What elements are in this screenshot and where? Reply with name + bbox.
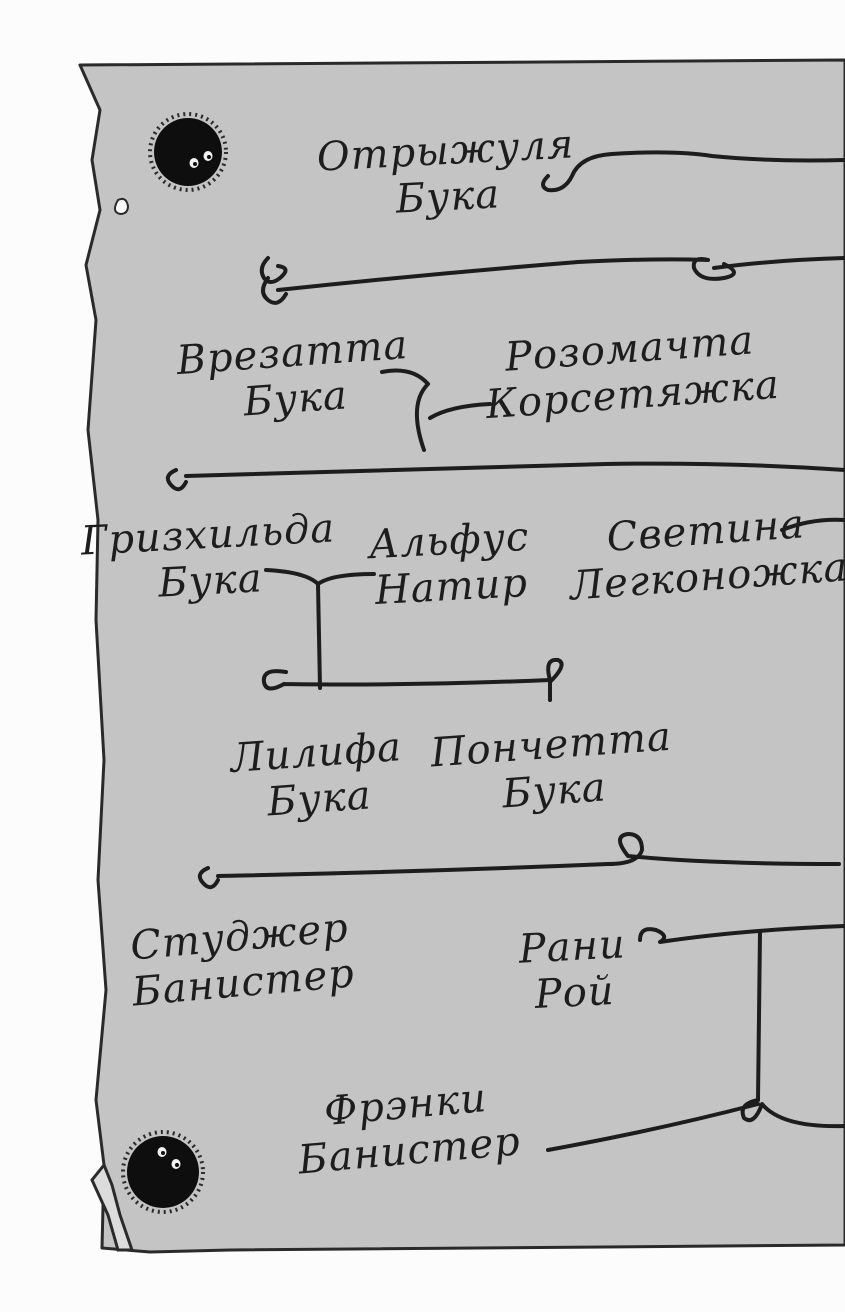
first-name: Рани [518, 921, 627, 973]
line-generation-2 [168, 464, 845, 490]
line-children-grizhilda [264, 660, 562, 700]
member-svetina: Светина Легконожка [565, 498, 845, 609]
member-lilifa: Лилифа Бука [229, 724, 407, 828]
line-marriage-rani [640, 926, 845, 1100]
line-otryzhulya [543, 152, 845, 190]
member-otryzhulya: Отрыжуля Бука [316, 121, 578, 226]
line-generation-1 [262, 258, 845, 303]
line-frenki [548, 1100, 845, 1150]
member-frenki: Фрэнки Банистер [292, 1072, 522, 1183]
member-grizhilda: Гризхильда Бука [80, 505, 339, 610]
member-vrezatta: Врезатта Бука [175, 322, 413, 430]
member-ponchetta: Пончетта Бука [429, 714, 676, 823]
line-generation-3 [200, 834, 839, 887]
member-rani: Рани Рой [518, 921, 630, 1018]
member-studzher: Студжер Банистер [126, 904, 356, 1015]
member-alfus: Альфус Натир [368, 514, 533, 614]
last-name: Натир [370, 560, 533, 614]
last-name: Рой [520, 967, 629, 1019]
